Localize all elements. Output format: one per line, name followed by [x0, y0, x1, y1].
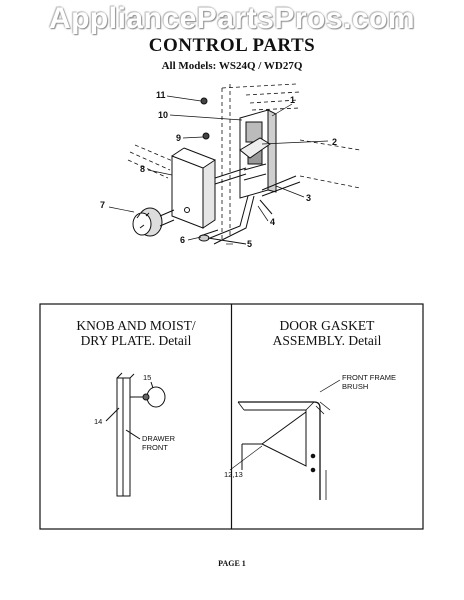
page-title: CONTROL PARTS	[148, 35, 316, 56]
knob-plate-title-line1: KNOB AND MOIST/	[76, 318, 196, 333]
label-12-13: 12,13	[224, 470, 243, 479]
front-frame-line2: BRUSH	[342, 381, 369, 391]
front-frame-brush-label: FRONT FRAME BRUSH	[342, 373, 397, 391]
rod-part-5	[198, 229, 247, 245]
callout-3: 3	[306, 193, 312, 203]
label-14: 14	[94, 417, 103, 426]
callout-1: 1	[290, 95, 296, 105]
drawer-front-line2: FRONT	[142, 442, 168, 452]
control-assembly-part-1	[239, 109, 277, 199]
drawer-front-detail	[105, 372, 166, 497]
drawer-front-line1: DRAWER	[142, 434, 176, 443]
page-number: PAGE 1	[218, 559, 246, 568]
screw-part-11	[200, 97, 208, 105]
drawer-front-label: DRAWER FRONT	[142, 434, 176, 452]
door-gasket-detail	[229, 379, 341, 500]
shaft-and-levers	[209, 137, 301, 245]
callout-4: 4	[270, 217, 276, 227]
callout-5: 5	[247, 239, 253, 249]
door-gasket-title-line1: DOOR GASKET	[279, 318, 375, 333]
door-gasket-title-line2: ASSEMBLY. Detail	[272, 333, 382, 348]
leader-lines	[108, 95, 329, 245]
cabinet-outline	[127, 83, 361, 240]
door-gasket-detail-title: DOOR GASKET ASSEMBLY. Detail	[234, 318, 420, 348]
screw-part-9	[202, 132, 210, 140]
knob-plate-detail-title: KNOB AND MOIST/ DRY PLATE. Detail	[44, 318, 228, 348]
callout-6: 6	[180, 235, 186, 245]
callout-8: 8	[140, 164, 146, 174]
callout-11: 11	[156, 90, 166, 100]
front-frame-line1: FRONT FRAME	[342, 373, 397, 382]
knob-part-7	[132, 207, 175, 237]
knob-plate-title-line2: DRY PLATE. Detail	[80, 333, 192, 348]
callout-2: 2	[332, 137, 338, 147]
model-subtitle: All Models: WS24Q / WD27Q	[161, 60, 303, 72]
watermark: AppliancePartsPros.com	[48, 2, 416, 35]
bracket-part-8	[171, 147, 216, 229]
label-15: 15	[143, 373, 152, 382]
callout-7: 7	[100, 200, 106, 210]
callout-9: 9	[176, 133, 182, 143]
callout-10: 10	[158, 110, 169, 120]
